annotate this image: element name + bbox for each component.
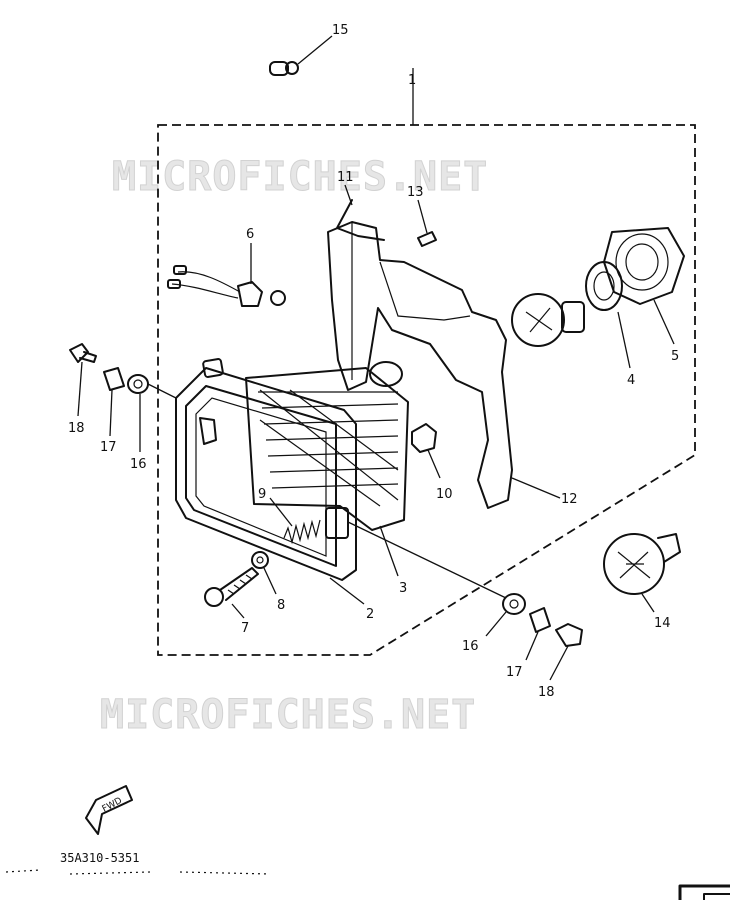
corner-frame-inner (703, 893, 730, 901)
washer-8 (251, 551, 277, 595)
grommet-16-right (485, 593, 526, 637)
callout-11: 11 (337, 170, 354, 185)
callout-14: 14 (654, 616, 671, 631)
grommet-16-left (127, 374, 177, 452)
bolt-18-left (69, 343, 97, 417)
callout-8: 8 (277, 598, 285, 613)
screw-7 (204, 567, 259, 619)
spring-9 (269, 497, 321, 545)
callout-4: 4 (627, 373, 635, 388)
bolt-18-right (549, 623, 583, 681)
callout-17-left: 17 (100, 440, 117, 455)
callout-6: 6 (246, 227, 254, 242)
callout-12: 12 (561, 492, 578, 507)
callout-18-left: 18 (68, 421, 85, 436)
socket-6 (167, 243, 286, 307)
bulb-14 (603, 533, 681, 613)
callout-1: 1 (408, 73, 416, 88)
drawing-code: 35A310-5351 (60, 851, 139, 865)
bulb-4 (511, 261, 631, 369)
bulb-15 (269, 35, 333, 76)
callout-15: 15 (332, 23, 349, 38)
collar-17-left (103, 367, 125, 437)
callout-18-right: 18 (538, 685, 555, 700)
callout-10: 10 (436, 487, 453, 502)
screw-13 (417, 199, 437, 247)
socket-cover-5 (603, 227, 685, 345)
nut-10 (411, 423, 441, 479)
callout-13: 13 (407, 185, 424, 200)
assembly-boundary (157, 124, 696, 656)
fwd-arrow-icon: FWD (85, 785, 133, 835)
callout-9: 9 (258, 487, 266, 502)
headlight-rim-2 (175, 358, 365, 605)
callout-16-right: 16 (462, 639, 479, 654)
callout-5: 5 (671, 349, 679, 364)
collar-17-right (525, 607, 551, 661)
callout-16-left: 16 (130, 457, 147, 472)
lens-unit-3 (245, 367, 409, 577)
scan-noise (5, 869, 271, 875)
wire-clip-11 (336, 184, 385, 241)
callout-3: 3 (399, 581, 407, 596)
corner-frame (678, 884, 730, 902)
mount-axis-right (347, 521, 507, 599)
bracket-12 (327, 221, 561, 509)
callout-7: 7 (241, 621, 249, 636)
watermark-bottom: MICROFICHES.NET (100, 692, 476, 738)
callout-2: 2 (366, 607, 374, 622)
fwd-label: FWD (101, 796, 124, 815)
callout-17-right: 17 (506, 665, 523, 680)
watermark-top: MICROFICHES.NET (112, 154, 488, 200)
